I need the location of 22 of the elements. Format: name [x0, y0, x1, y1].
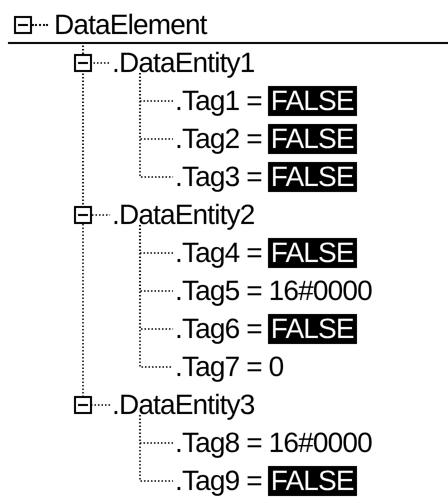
- highlighted-value: FALSE: [268, 466, 357, 496]
- tree-item-label: .Tag9 =: [175, 467, 262, 495]
- highlighted-value: FALSE: [268, 314, 357, 344]
- tree-item-label: .Tag6 =: [175, 315, 262, 343]
- tree-item-label: .Tag4 =: [175, 239, 262, 267]
- tree-item-label: .DataEntity1: [112, 49, 254, 77]
- tree-item-label: .Tag8 = 16#0000: [175, 429, 372, 457]
- tree-connector-line: [139, 73, 173, 178]
- tree-item-label: .Tag5 = 16#0000: [175, 277, 372, 305]
- tree-item-label: .Tag7 = 0: [175, 353, 284, 381]
- tree-item-label: .Tag2 =: [175, 125, 262, 153]
- tree-item-label: .Tag3 =: [175, 163, 262, 191]
- tree-item-label: .DataEntity3: [112, 391, 254, 419]
- highlighted-value: FALSE: [268, 86, 357, 116]
- tree-item-label: .DataEntity2: [112, 201, 254, 229]
- tree-item-label: .Tag1 =: [175, 87, 262, 115]
- tree-connector-line: [139, 225, 173, 368]
- highlighted-value: FALSE: [268, 238, 357, 268]
- highlighted-value: FALSE: [268, 124, 357, 154]
- tree-item-label: DataElement: [54, 11, 207, 39]
- highlighted-value: FALSE: [268, 162, 357, 192]
- tree-connector-line: [139, 415, 173, 482]
